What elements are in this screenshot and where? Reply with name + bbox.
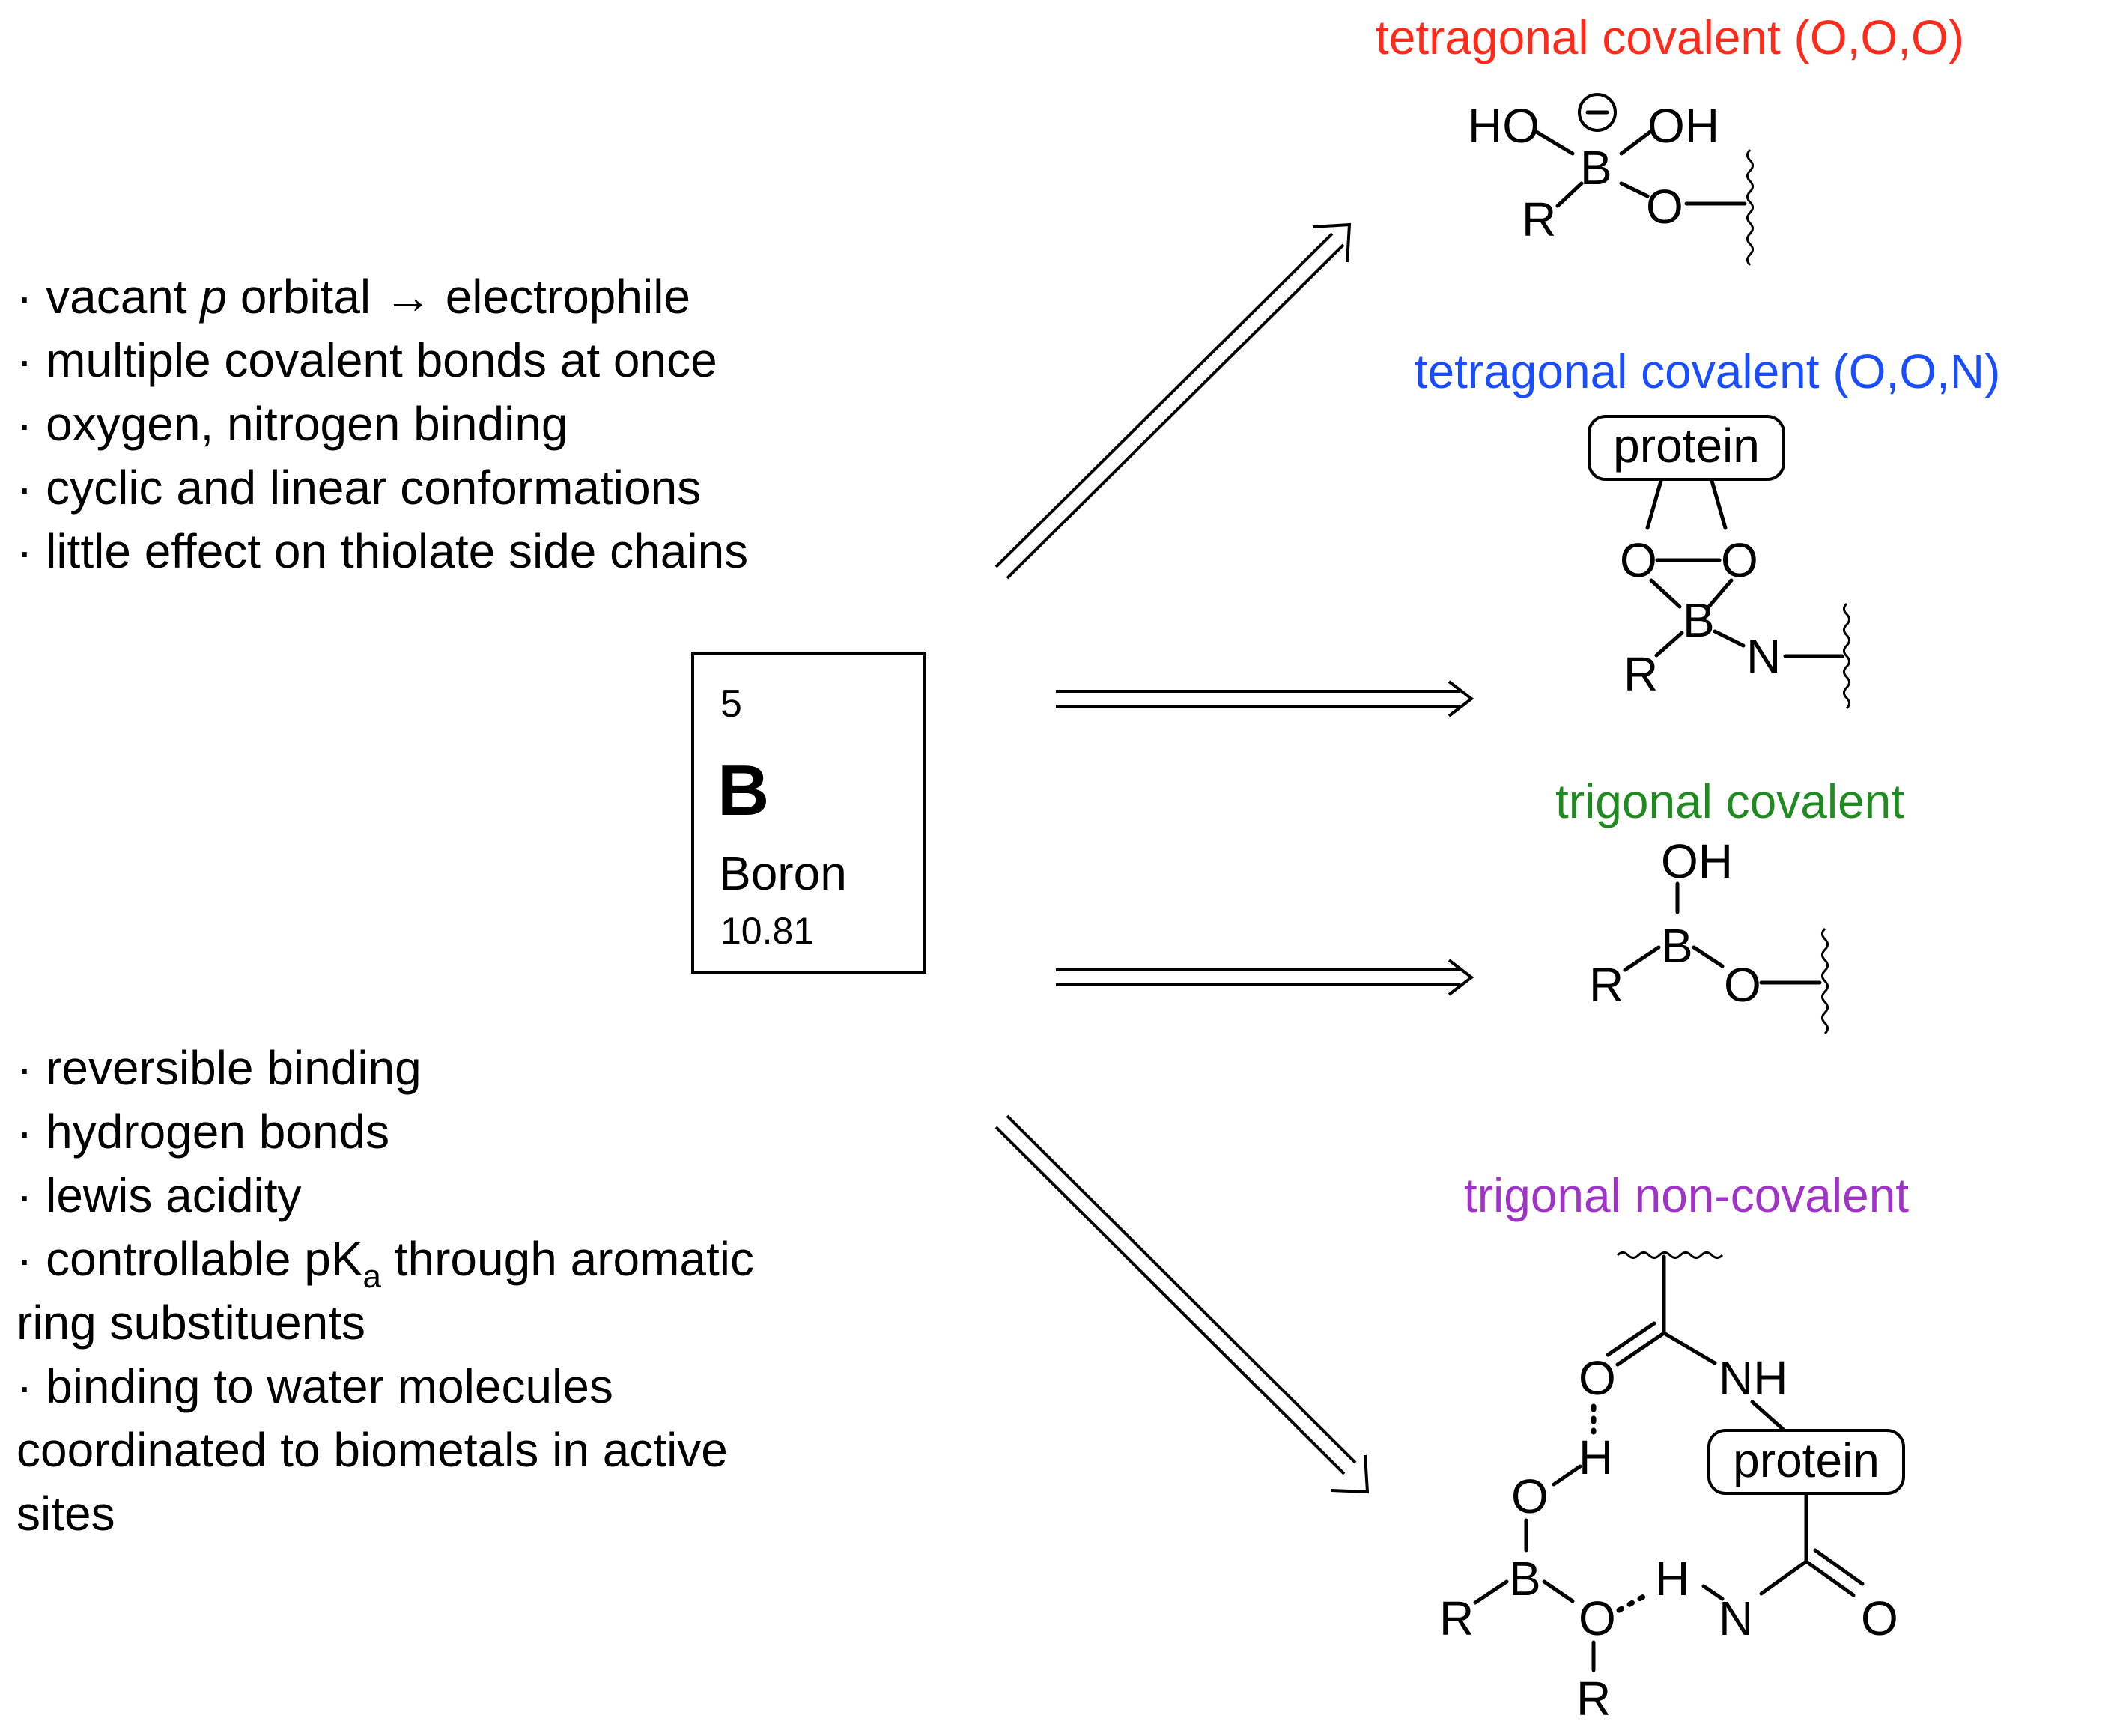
protein-label-1: protein [1613, 419, 1760, 473]
atom-r-3: R [1589, 958, 1624, 1012]
element-tile: 5 B Boron 10.81 [691, 652, 926, 974]
structure-trigonal-covalent: OH B R O [1589, 834, 1829, 1035]
atom-o-ester: O [1579, 1591, 1616, 1645]
arrows [994, 222, 1474, 1494]
property-reversible: · reversible binding [16, 1041, 422, 1095]
property-pka: · controllable pKa through aromatic [16, 1232, 754, 1295]
protein-label-2: protein [1733, 1433, 1880, 1487]
element-number: 5 [720, 682, 742, 726]
atom-oh-3: OH [1661, 834, 1733, 888]
arrow-trigonal-noncovalent [994, 1114, 1370, 1494]
mode-label-tetragonal-oon: tetragonal covalent (O,O,N) [1415, 345, 2001, 398]
properties-bottom-list: · reversible binding · hydrogen bonds · … [16, 1041, 754, 1541]
property-water-cont: coordinated to biometals in active [16, 1423, 728, 1477]
property-water: · binding to water molecules [16, 1359, 613, 1413]
atom-boron-red: B [1580, 141, 1612, 195]
property-lewis-acidity: · lewis acidity [16, 1168, 302, 1222]
structure-tetragonal-oon: protein O O B R N [1588, 415, 1850, 710]
atom-h-upper: H [1579, 1430, 1613, 1484]
atom-ho: HO [1468, 99, 1540, 153]
element-mass: 10.81 [720, 910, 814, 952]
atom-boron-blue: B [1683, 593, 1715, 647]
atom-n-4: N [1719, 1591, 1753, 1645]
wavy-attachment-icon-2 [1843, 602, 1850, 710]
wavy-attachment-icon-3 [1821, 927, 1829, 1035]
atom-h-lower: H [1655, 1552, 1689, 1606]
arrow-tetragonal-oon [1056, 680, 1474, 717]
atom-n: N [1746, 629, 1781, 683]
atom-nh: NH [1719, 1351, 1787, 1405]
property-water-cont2: sites [16, 1487, 115, 1541]
property-thiolate: · little effect on thiolate side chains [16, 524, 748, 578]
property-conformations: · cyclic and linear conformations [16, 461, 701, 515]
wavy-attachment-icon [1746, 148, 1754, 267]
mode-label-trigonal-noncovalent: trigonal non-covalent [1464, 1168, 1909, 1222]
atom-o-right: O [1721, 533, 1758, 587]
atom-oh: OH [1647, 99, 1719, 153]
atom-r-4: R [1439, 1591, 1474, 1645]
mode-label-tetragonal-ooo: tetragonal covalent (O,O,O) [1376, 10, 1964, 64]
atom-r-ester: R [1576, 1672, 1611, 1726]
atom-boron-green: B [1661, 919, 1693, 973]
property-vacant-p-orbital: · vacant p orbital → electrophile [16, 270, 690, 324]
atom-o-carbonyl-bottom: O [1861, 1591, 1898, 1645]
structure-tetragonal-ooo: HO OH B O R [1468, 93, 1754, 267]
structure-trigonal-noncovalent: O NH protein O N H H O B R O R [1439, 1251, 1905, 1726]
atom-o-3: O [1724, 958, 1761, 1012]
mode-label-trigonal-covalent: trigonal covalent [1555, 774, 1904, 828]
arrow-trigonal-covalent [1056, 959, 1474, 996]
properties-top-list: · vacant p orbital → electrophile · mult… [16, 270, 748, 578]
atom-boron-purple: B [1509, 1552, 1541, 1606]
element-symbol: B [717, 750, 769, 831]
atom-o-carbonyl-top: O [1579, 1351, 1616, 1405]
atom-o: O [1646, 180, 1683, 234]
atom-r: R [1522, 192, 1556, 246]
property-multiple-bonds: · multiple covalent bonds at once [16, 333, 717, 387]
wavy-attachment-icon-4 [1616, 1251, 1724, 1259]
atom-r-2: R [1624, 647, 1658, 701]
element-tile-border [691, 652, 926, 974]
property-hydrogen-bonds: · hydrogen bonds [16, 1105, 389, 1159]
property-oxygen-nitrogen: · oxygen, nitrogen binding [16, 397, 568, 451]
element-name: Boron [719, 846, 847, 900]
atom-o-left: O [1620, 533, 1657, 587]
protein-box-1 [1588, 415, 1785, 481]
property-pka-cont: ring substituents [16, 1296, 365, 1350]
atom-o-hydroxyl: O [1511, 1469, 1549, 1523]
arrow-tetragonal-ooo [994, 222, 1352, 580]
